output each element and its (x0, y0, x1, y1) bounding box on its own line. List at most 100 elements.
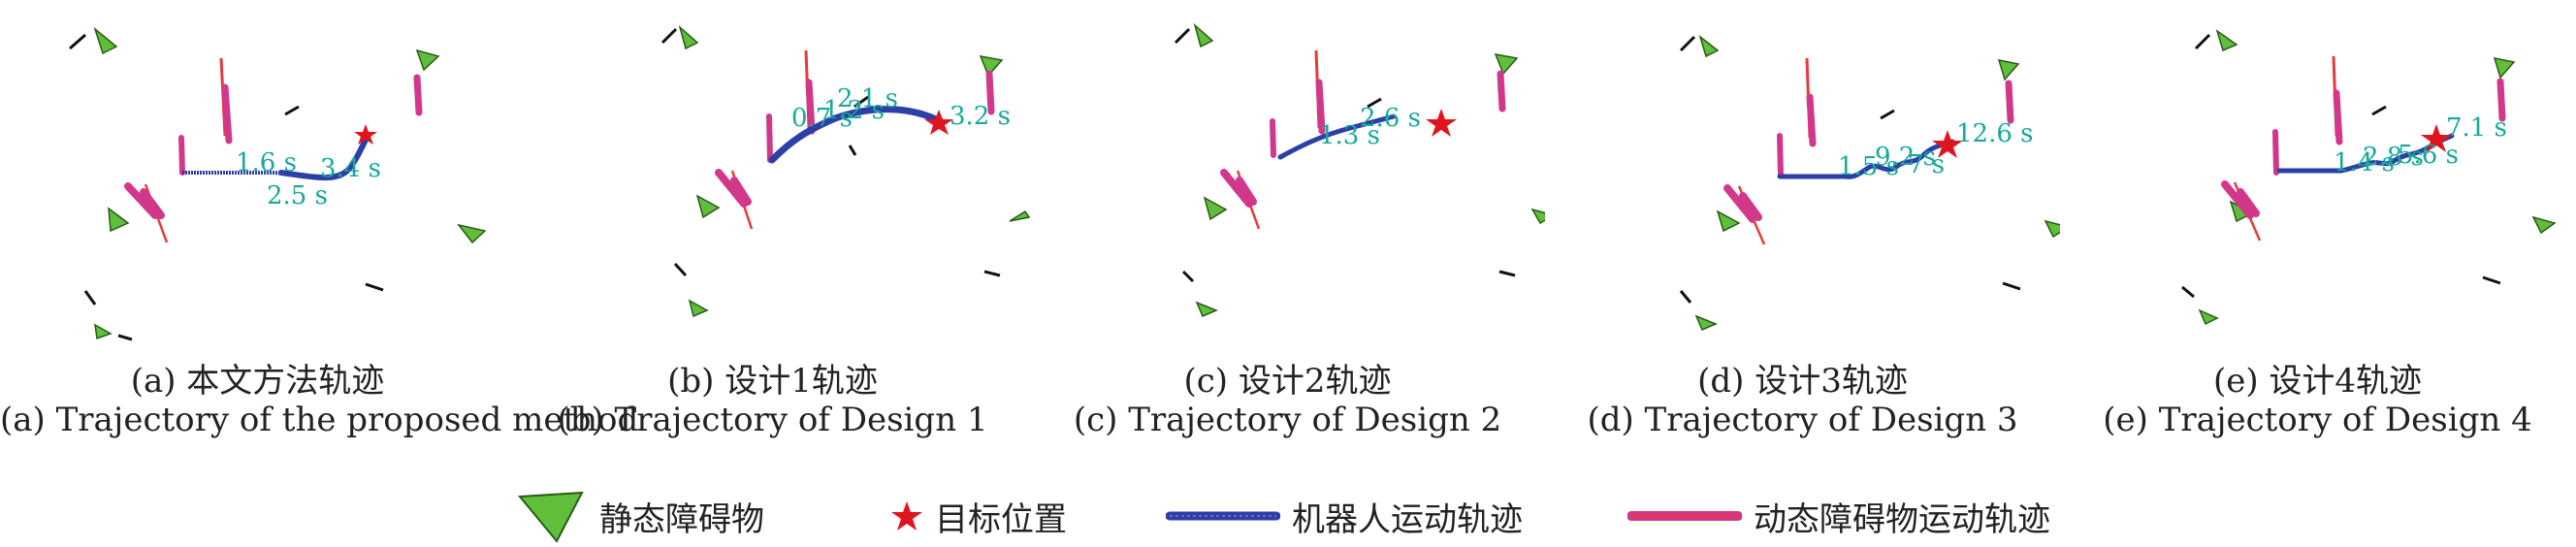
static-obstacle (1716, 209, 1741, 233)
panel-a-plot: 1.6 s 2.5 s 3.4 s (69, 26, 487, 341)
dynamic-trajectory (140, 188, 165, 219)
static-line (365, 282, 384, 292)
legend: 静态障碍物 目标位置 机器人运动轨迹 动态障碍物运动轨迹 (0, 485, 2576, 547)
dynamic-trajectory (1497, 70, 1506, 113)
legend-goal-label: 目标位置 (935, 499, 1067, 539)
time-label: 1.5 s (1838, 152, 1899, 181)
time-label: 2.8 s (2363, 143, 2424, 172)
time-label: 0.7 s (791, 104, 853, 133)
time-label: 7 s (1908, 150, 1945, 179)
time-label: 2.1 s (837, 84, 898, 113)
time-label: 2.5 s (267, 181, 328, 210)
static-obstacle (1203, 196, 1228, 221)
dynamic-trajectory (1270, 118, 1276, 158)
static-line (1880, 109, 1895, 120)
static-line (69, 33, 86, 50)
caption-zh: (a) 本文方法轨迹 (130, 362, 385, 401)
legend-goal: 目标位置 (890, 485, 1067, 547)
legend-static: 静态障碍物 (514, 485, 764, 547)
static-line (853, 95, 869, 109)
static-line (660, 27, 678, 45)
panel-d: 1.5 s 9.2 s 7 s 12.6 s (d) 设计3轨迹 (d) Tra… (1545, 0, 2060, 456)
dynamic-trajectory (1777, 133, 1784, 177)
legend-robot: 机器人运动轨迹 (1166, 485, 1523, 547)
caption-zh: (d) 设计3轨迹 (1697, 362, 1908, 401)
static-line (284, 105, 300, 116)
static-obstacle (2044, 219, 2060, 239)
static-obstacle (1009, 209, 1030, 222)
static-obstacle (415, 48, 440, 72)
static-obstacle (979, 55, 1004, 78)
dynamic-trajectory (1315, 79, 1326, 135)
dynamic-trajectory (1220, 169, 1253, 208)
static-obstacle (2215, 29, 2238, 52)
robot-trajectory (1777, 139, 1955, 179)
robot-trajectory (768, 106, 946, 164)
static-obstacle (108, 207, 130, 233)
static-line (2002, 281, 2021, 291)
dynamic-trajectory (2237, 188, 2260, 217)
dynamic-trajectory (985, 70, 995, 115)
dynamic-trajectory (2496, 78, 2506, 122)
dynamic-trajectory (2333, 89, 2343, 145)
dynamic-trajectory (1236, 177, 1257, 206)
caption-zh: (b) 设计1轨迹 (667, 362, 878, 401)
panel-d-plot: 1.5 s 9.2 s 7 s 12.6 s (1679, 34, 2060, 331)
dynamic-trajectory-icon (1627, 511, 1742, 521)
time-label: 1.2 s (823, 96, 885, 125)
panel-b: 0.7 s 1.2 s 2.1 s 3.2 s (b) 设计1轨迹 (b) Tr… (515, 0, 1030, 456)
goal-star-icon (891, 501, 922, 531)
caption-en: (b) Trajectory of Design 1 (557, 401, 988, 439)
panel-b-plot: 0.7 s 1.2 s 2.1 s 3.2 s (660, 24, 1030, 318)
caption-en: (e) Trajectory of Design 4 (2103, 401, 2532, 439)
static-obstacle (2531, 215, 2557, 235)
panel-e-plot: 1.4 s 2.8 s 5.6 s 7.1 s (2181, 29, 2557, 326)
time-label: 3.2 s (950, 102, 1011, 131)
static-obstacle-icon (517, 491, 584, 543)
static-line (1679, 35, 1696, 52)
legend-static-label: 静态障碍物 (599, 499, 764, 539)
time-label: 7.1 s (2446, 113, 2507, 143)
static-line (1181, 270, 1195, 283)
static-obstacle (695, 194, 721, 219)
caption-en: (d) Trajectory of Design 3 (1587, 401, 2018, 439)
static-line (1498, 270, 1516, 277)
time-label: 5.6 s (2398, 141, 2459, 170)
static-line (1367, 97, 1382, 109)
static-line (2482, 275, 2501, 285)
dynamic-trajectory (413, 74, 423, 116)
dynamic-trajectory (2272, 129, 2279, 176)
goal-star (2421, 124, 2452, 152)
static-line (83, 290, 97, 306)
legend-robot-label: 机器人运动轨迹 (1292, 499, 1523, 539)
time-label: 1.6 s (236, 148, 297, 177)
time-label: 12.6 s (1956, 119, 2034, 148)
static-obstacle (688, 299, 709, 318)
static-line (117, 334, 133, 341)
goal-star (1426, 109, 1457, 137)
panel-c-plot: 1.3 s 2.6 s (1174, 22, 1545, 317)
static-line (2371, 105, 2387, 116)
static-obstacle (1997, 59, 2020, 81)
panel-c: 1.3 s 2.6 s (c) 设计2轨迹 (c) Trajectory of … (1030, 0, 1545, 456)
dynamic-trajectory (2005, 80, 2014, 124)
goal-star (1932, 130, 1963, 158)
static-obstacle (1698, 34, 1720, 58)
robot-trajectory-thick (278, 135, 370, 181)
static-line (983, 270, 1001, 277)
static-obstacle (94, 323, 113, 340)
dynamic-trajectory (766, 113, 773, 163)
static-line (2181, 285, 2195, 299)
panel-a: 1.6 s 2.5 s 3.4 s (a) 本文方法轨迹 (a) Traject… (0, 0, 638, 456)
time-label: 9.2 s (1875, 143, 1936, 172)
static-obstacle (2493, 57, 2516, 80)
panel-e: 1.4 s 2.8 s 5.6 s 7.1 s (e) 设计4轨迹 (e) Tr… (2060, 0, 2575, 456)
robot-trajectory (1277, 113, 1397, 160)
time-label: 3.4 s (320, 154, 381, 183)
static-line (1679, 290, 1692, 304)
dynamic-trajectory (1806, 93, 1817, 147)
legend-dynamic-label: 动态障碍物运动轨迹 (1754, 499, 2050, 539)
dynamic-trajectory (178, 135, 185, 176)
time-label: 1.3 s (1319, 121, 1380, 150)
static-obstacle (2198, 308, 2219, 326)
